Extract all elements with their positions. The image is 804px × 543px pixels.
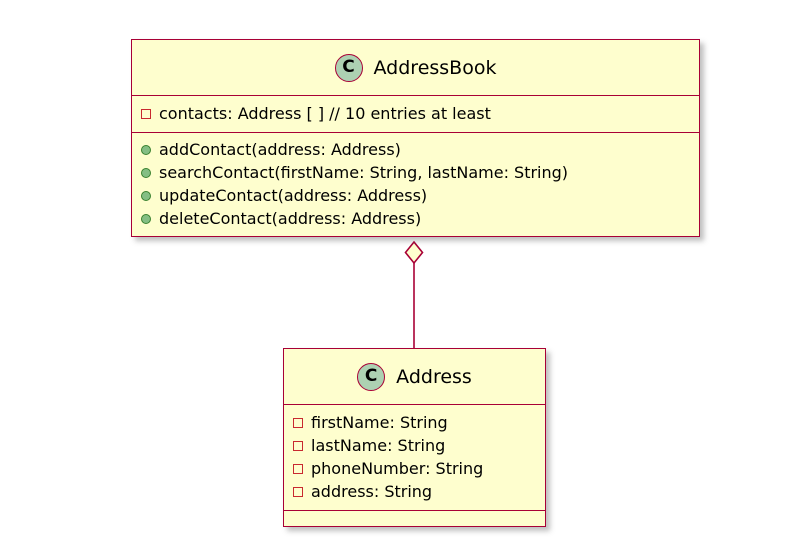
class-icon: C: [357, 362, 386, 391]
private-visibility-icon: [141, 108, 151, 119]
methods-compartment-address: [284, 510, 545, 526]
public-visibility-icon: [141, 144, 151, 155]
methods-compartment-addressbook: addContact(address: Address) searchConta…: [132, 132, 699, 236]
field-row: contacts: Address [ ] // 10 entries at l…: [132, 102, 699, 125]
method-row: updateContact(address: Address): [132, 184, 699, 207]
public-visibility-icon: [141, 190, 151, 201]
method-row: deleteContact(address: Address): [132, 207, 699, 230]
field-row: address: String: [284, 480, 545, 503]
class-header-address: C Address: [284, 349, 545, 404]
class-name-address: Address: [396, 365, 472, 388]
class-box-addressbook[interactable]: C AddressBook contacts: Address [ ] // 1…: [131, 39, 700, 237]
fields-compartment-address: firstName: String lastName: String phone…: [284, 404, 545, 510]
private-visibility-icon: [293, 417, 303, 428]
class-header-addressbook: C AddressBook: [132, 40, 699, 95]
public-visibility-icon: [141, 213, 151, 224]
field-row: phoneNumber: String: [284, 457, 545, 480]
method-row: searchContact(firstName: String, lastNam…: [132, 161, 699, 184]
field-label: contacts: Address [ ] // 10 entries at l…: [159, 103, 491, 123]
private-visibility-icon: [293, 463, 303, 474]
field-label: phoneNumber: String: [311, 458, 484, 478]
method-row: addContact(address: Address): [132, 138, 699, 161]
field-row: firstName: String: [284, 411, 545, 434]
field-label: address: String: [311, 481, 433, 501]
field-row: lastName: String: [284, 434, 545, 457]
fields-compartment-addressbook: contacts: Address [ ] // 10 entries at l…: [132, 95, 699, 132]
hollow-diamond-icon: [404, 240, 424, 265]
class-icon: C: [334, 53, 363, 82]
class-box-address[interactable]: C Address firstName: String lastName: St…: [283, 348, 546, 527]
method-label: updateContact(address: Address): [159, 185, 428, 205]
method-label: addContact(address: Address): [159, 139, 401, 159]
public-visibility-icon: [141, 167, 151, 178]
field-label: firstName: String: [311, 412, 448, 432]
private-visibility-icon: [293, 440, 303, 451]
field-label: lastName: String: [311, 435, 446, 455]
class-name-addressbook: AddressBook: [373, 56, 497, 79]
method-label: searchContact(firstName: String, lastNam…: [159, 162, 569, 182]
method-label: deleteContact(address: Address): [159, 208, 422, 228]
private-visibility-icon: [293, 486, 303, 497]
